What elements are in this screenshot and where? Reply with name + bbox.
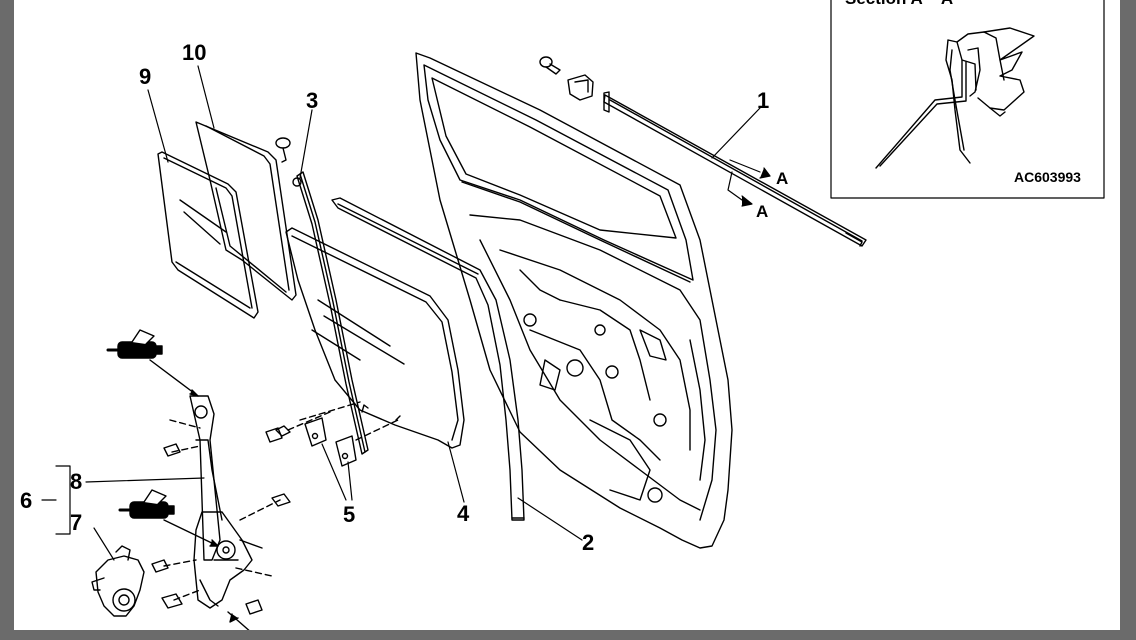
callout-10: 10 <box>182 40 206 65</box>
part-4-door-glass <box>285 227 465 449</box>
figure-code: AC603993 <box>1014 169 1081 185</box>
part-2-run-channel <box>331 197 525 521</box>
callout-7: 7 <box>70 510 82 535</box>
callout-8: 8 <box>70 469 82 494</box>
callout-2: 2 <box>582 530 594 555</box>
leader-lines <box>41 65 771 561</box>
diagram-sheet: Section A − A AC603993 A A 1 2 3 4 5 6 7… <box>14 0 1120 640</box>
part-10-quarter-weatherstrip <box>195 121 297 301</box>
exploded-view-diagram: Section A − A AC603993 A A 1 2 3 4 5 6 7… <box>20 0 1105 640</box>
section-mark-a-upper: A <box>776 169 788 188</box>
part-7-motor <box>91 545 145 617</box>
callout-4: 4 <box>457 501 470 526</box>
clip-and-screw <box>539 56 594 101</box>
part-9-quarter-glass <box>157 151 259 319</box>
part-1-belt-molding <box>603 91 867 247</box>
viewer-frame-bottom <box>0 630 1136 640</box>
callout-5: 5 <box>343 502 355 527</box>
bolts <box>151 427 291 615</box>
inset-title: Section A − A <box>845 0 953 8</box>
callout-3: 3 <box>306 88 318 113</box>
part-3-center-sash <box>292 171 369 455</box>
part-5-glass-holders <box>275 401 401 467</box>
section-mark-a-lower: A <box>756 202 768 221</box>
door-panel <box>415 52 733 549</box>
callout-9: 9 <box>139 64 151 89</box>
section-inset <box>830 0 1105 199</box>
grease-gun-icon <box>118 489 219 547</box>
callout-6: 6 <box>20 488 32 513</box>
section-title: Section A − A <box>845 0 953 8</box>
screw-top <box>275 137 291 163</box>
regulator-assembly <box>163 395 281 609</box>
callout-1: 1 <box>757 88 769 113</box>
grease-gun-icon <box>106 329 199 397</box>
arrowhead <box>229 613 239 623</box>
